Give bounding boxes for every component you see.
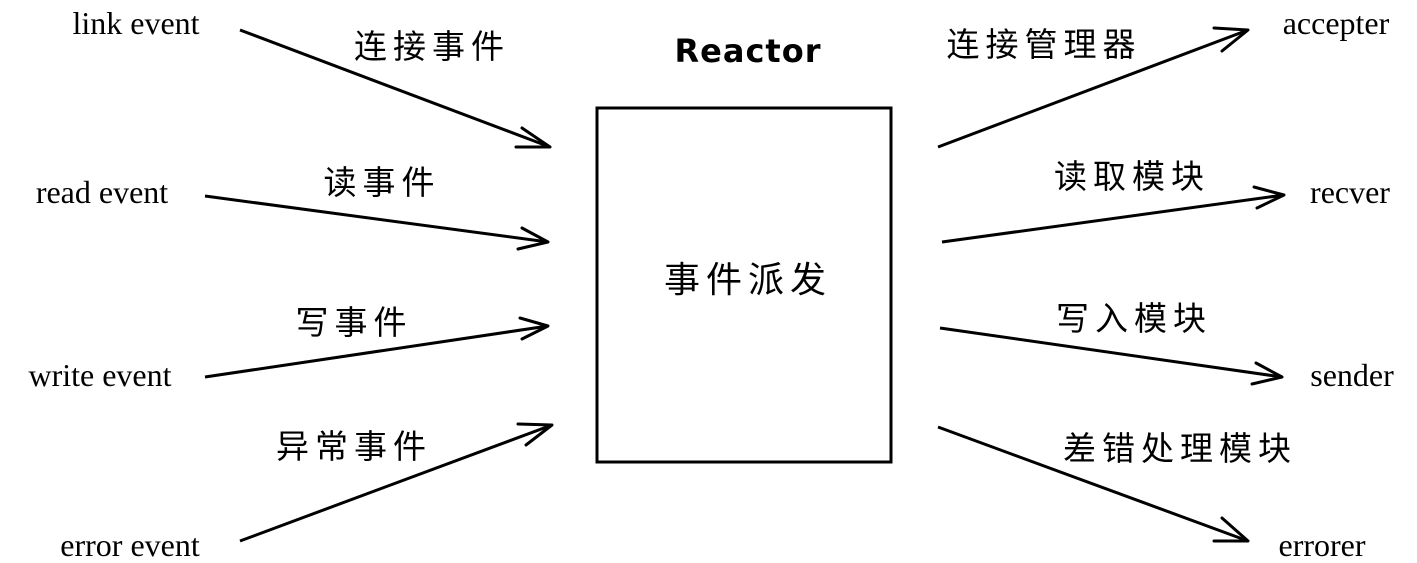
input-label-read: 读事件: [324, 163, 441, 202]
output-arrow-errorer: [937, 425, 1250, 543]
reactor-title: Reactor: [675, 32, 822, 70]
input-source-read: read event: [36, 174, 168, 210]
output-arrow-recver: [941, 185, 1286, 244]
output-label-errorer: 差错处理模块: [1063, 429, 1297, 468]
input-label-link: 连接事件: [354, 27, 510, 66]
output-label-sender: 写入模块: [1056, 299, 1212, 338]
output-label-recver: 读取模块: [1054, 157, 1210, 196]
output-arrow-sender: [939, 326, 1284, 386]
output-target-recver: recver: [1310, 174, 1390, 210]
input-arrow-link: [239, 28, 552, 149]
reactor-box: [595, 106, 893, 464]
input-arrow-write: [204, 316, 550, 379]
input-label-error: 异常事件: [276, 427, 432, 466]
input-label-write: 写事件: [296, 303, 413, 342]
reactor-center-label: 事件派发: [664, 260, 832, 301]
input-source-link: link event: [72, 5, 199, 41]
input-arrow-error: [239, 422, 554, 543]
input-source-error: error event: [60, 527, 200, 563]
output-target-sender: sender: [1310, 357, 1394, 393]
input-source-write: write event: [28, 357, 171, 393]
output-arrow-accepter: [937, 26, 1250, 149]
output-label-accepter: 连接管理器: [947, 25, 1142, 64]
output-target-errorer: errorer: [1278, 527, 1365, 563]
input-arrow-read: [204, 194, 550, 251]
output-target-accepter: accepter: [1283, 5, 1390, 41]
